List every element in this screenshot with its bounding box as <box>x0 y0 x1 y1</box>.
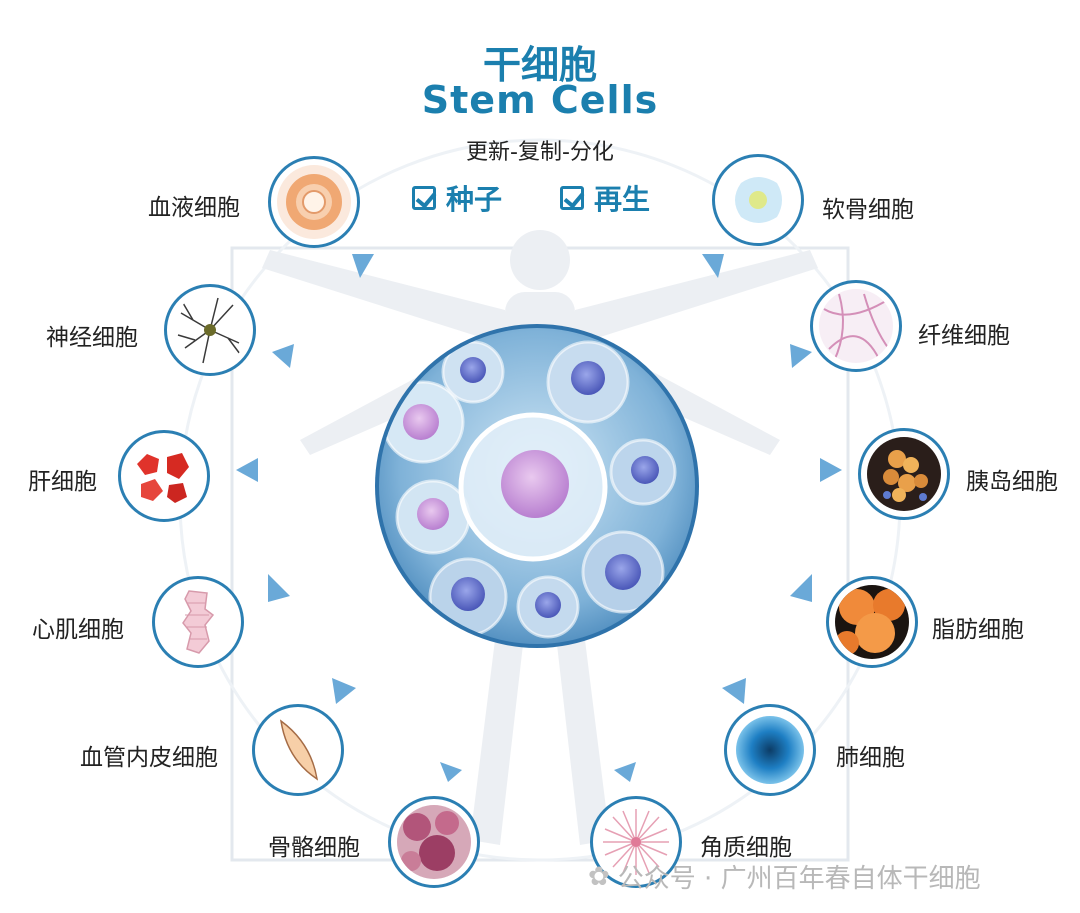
subtitle: 更新-复制-分化 <box>466 140 614 165</box>
arrow-fibroblast <box>790 344 812 368</box>
label-vascular-endothelial-cell: 血管内皮细胞 <box>80 745 218 771</box>
check-label-regenerate: 再生 <box>594 183 651 216</box>
label-fat-cell: 脂肪细胞 <box>932 617 1024 643</box>
arrow-vascular <box>332 678 356 704</box>
label-blood-cell: 血液细胞 <box>148 195 240 221</box>
fibroblast-node <box>810 280 902 372</box>
nerve-cell-node <box>164 284 256 376</box>
keratinocyte-icon <box>599 805 673 879</box>
keratinocyte-node <box>590 796 682 888</box>
arrow-nerve <box>272 344 294 368</box>
wechat-icon: ✿ <box>588 861 610 892</box>
label-cardiac-muscle-cell: 心肌细胞 <box>32 617 124 643</box>
label-nerve-cell: 神经细胞 <box>46 325 138 351</box>
nerve-cell-icon <box>173 293 247 367</box>
liver-cell-node <box>118 430 210 522</box>
fat-cell-node <box>826 576 918 668</box>
label-cartilage-cell: 软骨细胞 <box>822 197 914 223</box>
lung-cell-node <box>724 704 816 796</box>
arrow-liver <box>236 458 258 482</box>
blood-cell-node <box>268 156 360 248</box>
liver-cell-icon <box>127 439 201 513</box>
arrow-bone <box>440 762 462 782</box>
vascular-endothelial-cell-node <box>252 704 344 796</box>
arrow-cartilage <box>702 254 724 278</box>
cardiac-muscle-cell-node <box>152 576 244 668</box>
checkbox-icon <box>412 186 436 210</box>
check-label-seed: 种子 <box>446 183 503 216</box>
cartilage-cell-node <box>712 154 804 246</box>
label-bone-cell: 骨骼细胞 <box>268 835 360 861</box>
watermark-text: 公众号 · 广州百年春自体干细胞 <box>617 864 981 894</box>
arrow-lung <box>722 678 746 704</box>
bone-cell-node <box>388 796 480 888</box>
arrow-cardiac <box>268 574 290 602</box>
islet-cell-icon <box>867 437 941 511</box>
arrow-blood <box>352 254 374 278</box>
arrow-fat <box>790 574 812 602</box>
label-keratinocyte: 角质细胞 <box>700 835 792 861</box>
cardiac-muscle-cell-icon <box>161 585 235 659</box>
fat-cell-icon <box>835 585 909 659</box>
check-regenerate: 再生 <box>560 178 650 218</box>
islet-cell-node <box>858 428 950 520</box>
arrow-keratinocyte <box>614 762 636 782</box>
label-liver-cell: 肝细胞 <box>28 469 97 495</box>
title-en: Stem Cells <box>421 78 659 122</box>
watermark: ✿ 公众号 · 广州百年春自体干细胞 <box>588 858 981 895</box>
label-fibroblast: 纤维细胞 <box>918 323 1010 349</box>
label-islet-cell: 胰岛细胞 <box>966 469 1058 495</box>
fibroblast-icon <box>819 289 893 363</box>
checkbox-icon <box>560 186 584 210</box>
check-seed: 种子 <box>412 178 502 218</box>
vascular-endothelial-cell-icon <box>261 713 335 787</box>
cartilage-cell-icon <box>721 163 795 237</box>
stem-cell-sphere <box>375 324 699 648</box>
blood-cell-icon <box>277 165 351 239</box>
label-lung-cell: 肺细胞 <box>836 745 905 771</box>
lung-cell-icon <box>733 713 807 787</box>
bone-cell-icon <box>397 805 471 879</box>
title-cn: 干细胞 <box>482 43 597 87</box>
arrow-islet <box>820 458 842 482</box>
